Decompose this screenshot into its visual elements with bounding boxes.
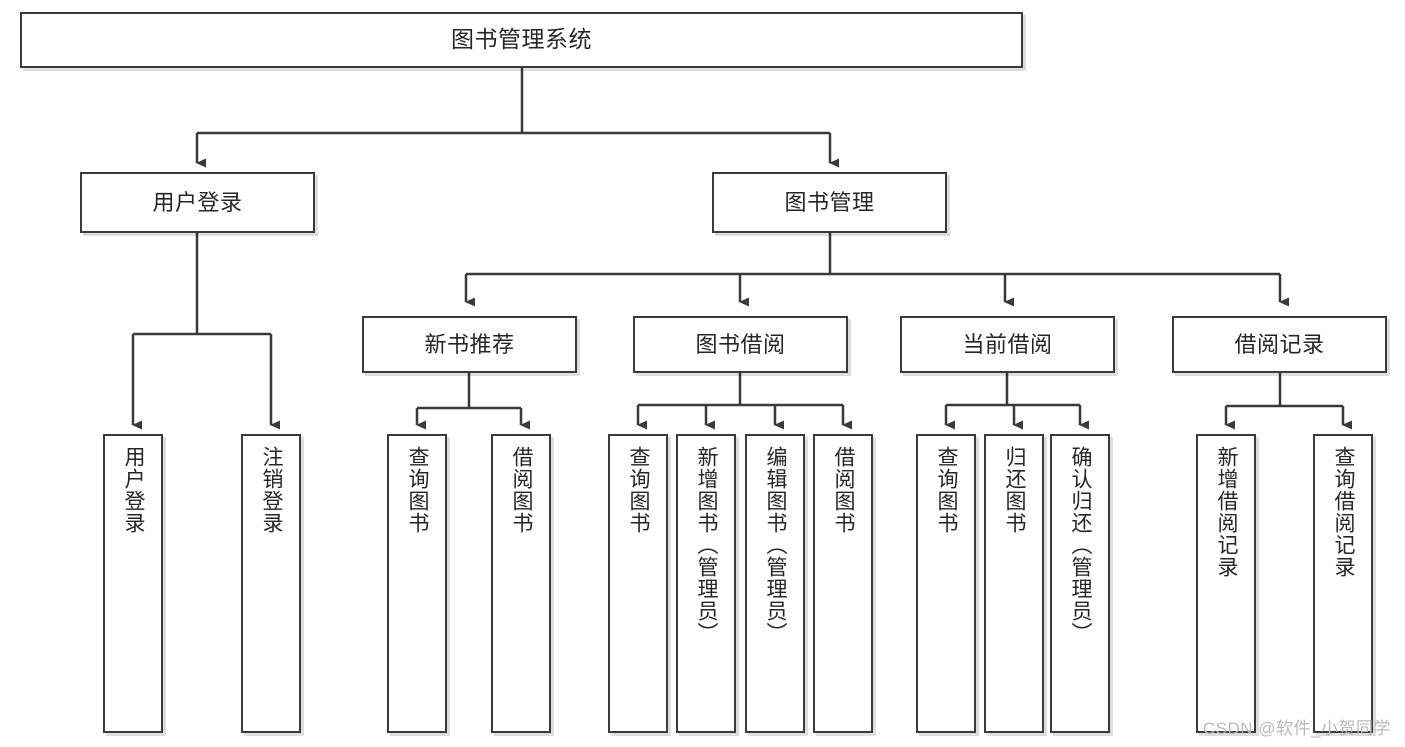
watermark: CSDN @软件_小贺同学 <box>1202 719 1391 738</box>
node-leaf-return-book-label: 归还图书 <box>1003 446 1027 534</box>
node-leaf-edit-book-label: 编辑图书（管理员） <box>764 446 788 644</box>
node-leaf-user-login-label: 用户登录 <box>122 446 146 534</box>
node-root[interactable]: 图书管理系统 <box>20 12 1023 68</box>
node-borrow-record-label: 借阅记录 <box>1234 331 1325 357</box>
node-user-login[interactable]: 用户登录 <box>80 172 315 233</box>
node-leaf-add-book-label: 新增图书（管理员） <box>695 446 719 644</box>
node-leaf-confirm-return[interactable]: 确认归还（管理员） <box>1050 434 1110 733</box>
node-borrow-record[interactable]: 借阅记录 <box>1172 316 1387 373</box>
node-book-borrow-label: 图书借阅 <box>695 331 786 357</box>
node-leaf-add-book[interactable]: 新增图书（管理员） <box>676 434 736 733</box>
node-leaf-return-book[interactable]: 归还图书 <box>984 434 1044 733</box>
node-leaf-edit-book[interactable]: 编辑图书（管理员） <box>745 434 805 733</box>
node-leaf-borrow-book-1[interactable]: 借阅图书 <box>491 434 551 733</box>
node-leaf-query-book-2[interactable]: 查询图书 <box>608 434 668 733</box>
node-leaf-borrow-book-2[interactable]: 借阅图书 <box>813 434 873 733</box>
node-new-book-recommend[interactable]: 新书推荐 <box>362 316 577 373</box>
node-leaf-logout[interactable]: 注销登录 <box>241 434 301 733</box>
node-leaf-query-book-3-label: 查询图书 <box>935 446 959 534</box>
node-book-management[interactable]: 图书管理 <box>712 172 947 233</box>
node-user-login-label: 用户登录 <box>152 189 243 215</box>
node-leaf-query-book-3[interactable]: 查询图书 <box>916 434 976 733</box>
node-leaf-query-record-label: 查询借阅记录 <box>1332 446 1356 578</box>
node-leaf-borrow-book-1-label: 借阅图书 <box>510 446 534 534</box>
node-leaf-query-book-2-label: 查询图书 <box>627 446 651 534</box>
node-leaf-query-record[interactable]: 查询借阅记录 <box>1313 434 1373 733</box>
node-book-management-label: 图书管理 <box>784 189 875 215</box>
node-current-borrow[interactable]: 当前借阅 <box>900 316 1115 373</box>
node-leaf-add-record[interactable]: 新增借阅记录 <box>1196 434 1256 733</box>
node-leaf-add-record-label: 新增借阅记录 <box>1215 446 1239 578</box>
node-current-borrow-label: 当前借阅 <box>962 331 1053 357</box>
node-root-label: 图书管理系统 <box>451 26 592 53</box>
node-leaf-borrow-book-2-label: 借阅图书 <box>832 446 856 534</box>
node-leaf-logout-label: 注销登录 <box>260 446 284 534</box>
node-book-borrow[interactable]: 图书借阅 <box>633 316 848 373</box>
node-leaf-confirm-return-label: 确认归还（管理员） <box>1069 446 1093 644</box>
node-new-book-recommend-label: 新书推荐 <box>424 331 515 357</box>
node-leaf-query-book-1[interactable]: 查询图书 <box>387 434 447 733</box>
node-leaf-query-book-1-label: 查询图书 <box>406 446 430 534</box>
node-leaf-user-login[interactable]: 用户登录 <box>103 434 163 733</box>
